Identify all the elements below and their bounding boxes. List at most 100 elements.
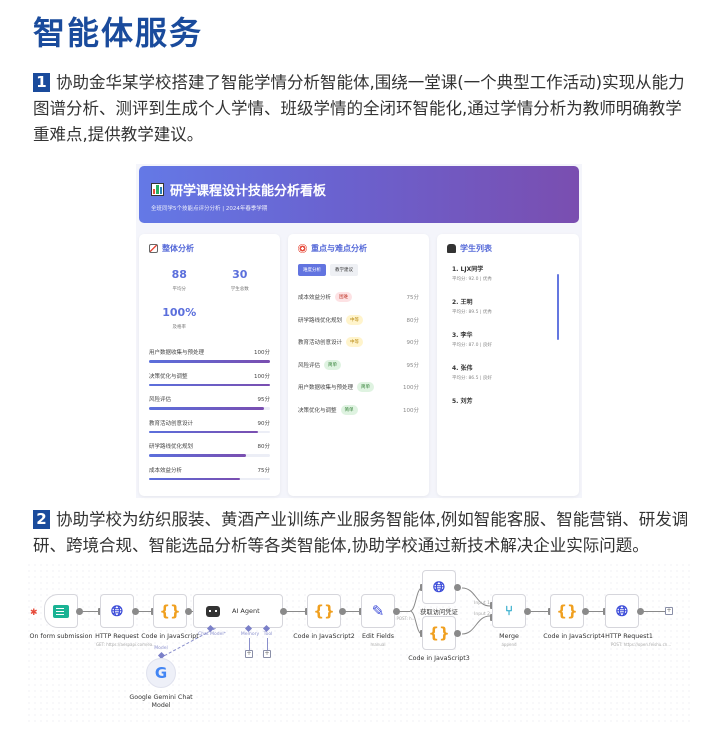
tab-difficulty-analysis[interactable]: 难度分析 [298,264,326,276]
workflow-canvas[interactable]: ✱ On form submission 🌐︎ HTTP Request GET… [26,562,694,725]
braces-icon: {} [428,623,450,642]
node-label: Code in JavaScript2 [293,633,355,640]
trigger-marker-icon: ✱ [30,608,38,618]
globe-icon: 🌐︎ [432,577,445,596]
dashboard-title: 研学课程设计技能分析看板 [170,184,327,199]
globe-icon: 🌐︎ [110,601,123,620]
node-sublabel: append [501,642,517,647]
target-icon [298,244,307,253]
card-title: 整体分析 [162,244,194,253]
node-edit-fields[interactable]: ✎ [361,594,395,628]
merge-input-label: Input 1 [474,601,490,606]
difficulty-badge: 中等 [346,314,364,325]
node-label: Code in JavaScript4 [543,633,605,640]
student-item[interactable]: 1. LJX同学平均分: 92.0 | 优秀 [452,266,492,282]
students-icon [447,244,456,253]
tab-teaching-advice[interactable]: 教学建议 [330,264,358,276]
port-label-model: Model [154,646,168,651]
globe-icon: 🌐︎ [615,601,628,620]
node-label: 获取访问凭证 [420,609,458,616]
node-label: AI Agent [232,607,260,615]
section-2-text: 协助学校为纺织服装、黄酒产业训练产业服务智能体,例如智能客服、智能营销、研发调研… [33,510,689,555]
node-on-form-submission[interactable] [44,594,78,628]
node-label: Google Gemini Chat Model [129,694,193,709]
student-item[interactable]: 3. 李华平均分: 87.0 | 良好 [452,332,492,348]
bar-chart-icon [151,183,164,196]
node-label: Code in JavaScript [141,633,199,640]
dashboard-header: 研学课程设计技能分析看板 全班同学5个技能点评分分析 | 2024年春季学期 [139,166,579,223]
pencil-icon: ✎ [371,601,385,620]
node-http-request1[interactable]: 🌐︎ [605,594,639,628]
trend-chart-icon [149,244,158,253]
node-label: Edit Fields [361,633,395,640]
student-item[interactable]: 2. 王明平均分: 89.5 | 优秀 [452,299,492,315]
node-sublabel: GET: https://aespapi.com/ea... [95,642,157,647]
card-title: 重点与难点分析 [311,244,367,253]
node-sublabel: POST: h... [396,616,416,621]
node-label: On form submission [29,633,93,640]
node-sublabel: manual [370,642,386,647]
stat-pass-rate: 100%及格率 [162,306,197,330]
node-label: HTTP Request1 [605,633,653,640]
student-list-scrollbar[interactable] [557,274,559,340]
braces-icon: {} [556,601,578,620]
difficulty-badge: 简单 [324,359,342,370]
difficulty-badge: 简单 [357,382,375,393]
braces-icon: {} [159,601,181,620]
node-code-in-javascript4[interactable]: {} [550,594,584,628]
node-label: Merge [499,633,519,640]
add-tool-button[interactable]: + [263,650,271,658]
difficulty-badge: 中等 [346,337,364,348]
section-1-text: 协助金华某学校搭建了智能学情分析智能体,围绕一堂课(一个典型工作活动)实现从能力… [33,73,685,144]
port-label-tool: Tool [263,632,273,637]
robot-icon [206,605,220,617]
node-ai-agent[interactable]: AI Agent [193,594,283,628]
add-memory-button[interactable]: + [245,650,253,658]
merge-icon: ⑂ [505,603,513,619]
section-number-badge: 2 [33,510,50,529]
node-label: HTTP Request [95,633,139,640]
difficulty-badge: 简单 [340,404,358,415]
student-list-card: 学生列表 1. LJX同学平均分: 92.0 | 优秀 2. 王明平均分: 89… [437,234,579,496]
node-google-gemini-chat-model[interactable]: G [146,658,176,688]
student-item[interactable]: 4. 张伟平均分: 86.5 | 良好 [452,365,492,381]
card-title: 学生列表 [460,244,492,253]
node-sublabel: POST: https://open.feishu.cn... [610,642,672,647]
braces-icon: {} [313,601,335,620]
dashboard-subtitle: 全班同学5个技能点评分分析 | 2024年春季学期 [151,206,268,212]
node-code-in-javascript[interactable]: {} [153,594,187,628]
add-node-button[interactable]: + [665,607,673,615]
student-item[interactable]: 5. 刘芳 [452,398,473,405]
node-get-access-token[interactable]: 🌐︎ [422,570,456,604]
merge-input-label: Input 2 [474,612,490,617]
section-number-badge: 1 [33,73,50,92]
google-icon: G [154,664,168,682]
student-list[interactable]: 1. LJX同学平均分: 92.0 | 优秀 2. 王明平均分: 89.5 | … [447,264,569,494]
node-code-in-javascript3[interactable]: {} [422,616,456,650]
node-http-request[interactable]: 🌐︎ [100,594,134,628]
node-merge[interactable]: ⑂ [492,594,526,628]
node-label: Code in JavaScript3 [408,655,470,662]
node-code-in-javascript2[interactable]: {} [307,594,341,628]
difficulty-badge: 困难 [335,292,353,303]
form-icon [53,604,69,618]
model-connector [159,627,217,659]
page-title: 智能体服务 [33,14,204,52]
